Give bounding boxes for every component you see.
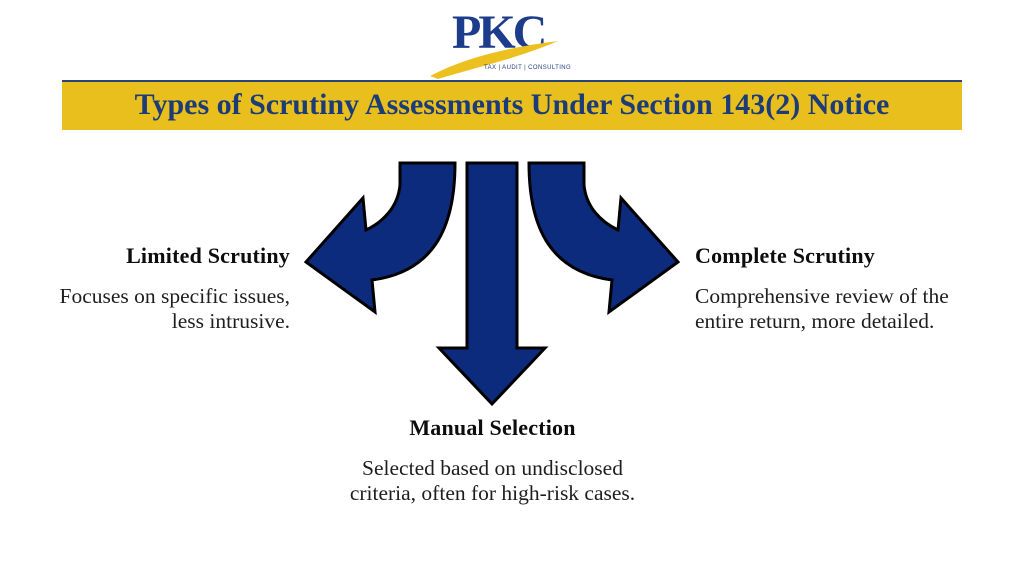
logo-tagline: TAX | AUDIT | CONSULTING [484, 65, 572, 71]
title-banner: Types of Scrutiny Assessments Under Sect… [62, 80, 962, 130]
branch-description-line: criteria, often for high-risk cases. [349, 481, 636, 505]
left-curved-arrow-shape [303, 161, 457, 316]
branch-heading: Complete Scrutiny [695, 243, 875, 268]
branch-description-line: Comprehensive review of the [695, 284, 949, 308]
branch-limited-scrutiny: Limited Scrutiny Focuses on specific iss… [10, 243, 291, 334]
branch-manual-selection: Manual Selection Selected based on undis… [305, 415, 680, 506]
branch-heading: Manual Selection [409, 415, 576, 440]
branch-complete-scrutiny: Complete Scrutiny Comprehensive review o… [695, 243, 1010, 334]
branch-description-line: entire return, more detailed. [695, 309, 935, 333]
pkc-logo: PKC TAX | AUDIT | CONSULTING [420, 6, 600, 80]
three-way-arrow [303, 161, 681, 407]
down-arrow-shape [435, 161, 549, 407]
page-title: Types of Scrutiny Assessments Under Sect… [134, 88, 890, 121]
branch-description-line: Focuses on specific issues, [59, 284, 291, 308]
right-curved-arrow-shape [527, 161, 681, 316]
branch-heading: Limited Scrutiny [126, 243, 290, 268]
logo-swoosh-icon [430, 41, 558, 79]
branch-description-line: less intrusive. [171, 309, 290, 333]
branch-description-line: Selected based on undisclosed [362, 456, 623, 480]
